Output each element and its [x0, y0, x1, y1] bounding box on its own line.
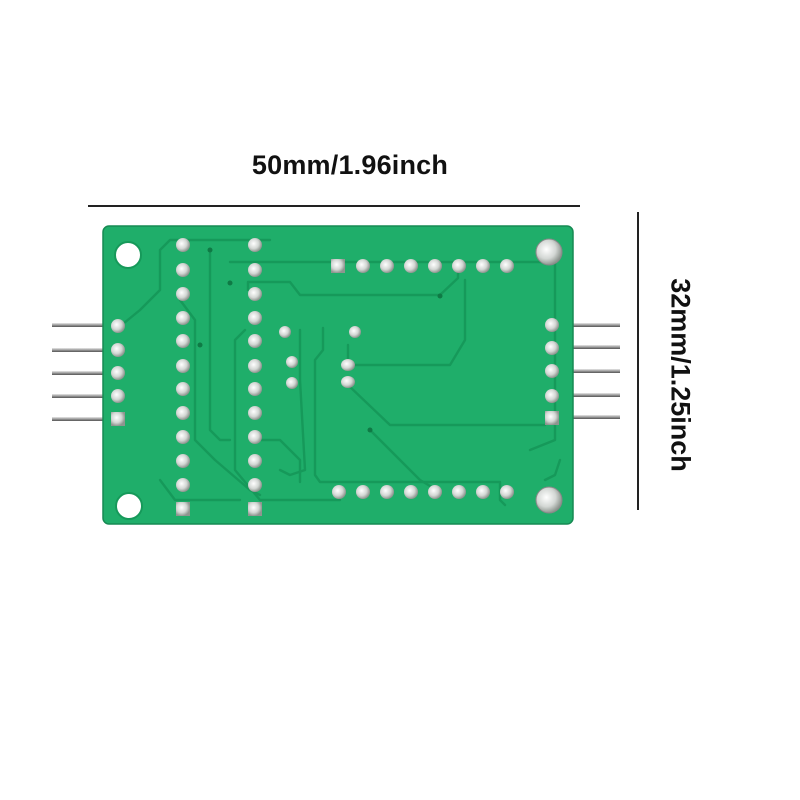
mounting-holes [114, 238, 563, 520]
width-dimension-label: 50mm/1.96inch [251, 150, 449, 180]
pcb-board [103, 226, 573, 524]
width-dimension-line [88, 205, 580, 207]
right-header-pins [550, 323, 620, 419]
left-header-pins [52, 323, 114, 421]
height-dimension-line [637, 212, 639, 510]
solder-pads [111, 238, 559, 516]
